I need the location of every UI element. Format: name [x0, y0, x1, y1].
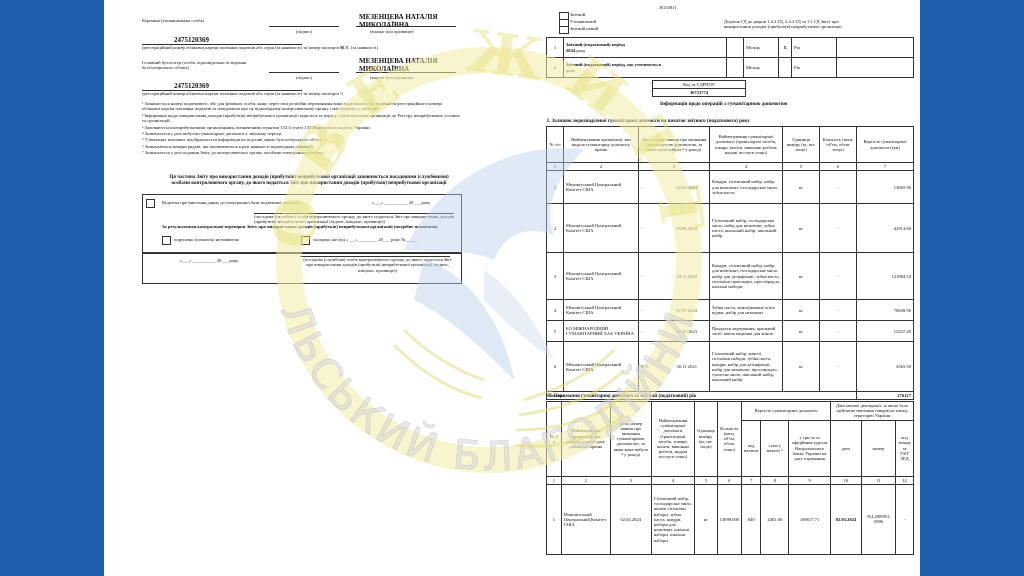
table-row: 6 Менонітський Центральний Комітет США 6… [546, 341, 914, 393]
edrpou-label: Код за ЄДРПОУ [652, 79, 746, 90]
t1-colnum: 3 [638, 161, 710, 172]
electronic-mark-checkbox[interactable] [146, 199, 155, 208]
table-row: 4 Менонітський Центральний Комітет США -… [546, 299, 914, 322]
official-hint-2: (посадова (службова) особа контролюючого… [303, 257, 452, 273]
t1-colnum: 4 [709, 161, 783, 172]
flag-new: Звітний новий [570, 26, 599, 31]
t1-colnum: 1 [546, 161, 564, 172]
footnote: ⁷ Зазначається у разі подання Звіту до к… [142, 150, 325, 156]
document-page: Керівник (уповноважена особа) (підпис) М… [104, 0, 920, 576]
acc-code: 2475120369 [174, 82, 209, 90]
org-cell: Менонітський Центральний Комітет США [563, 170, 639, 205]
edrpou-table: Код за ЄДРПОУ 36723774 [652, 79, 746, 98]
t1-colnum: 6 [819, 161, 857, 172]
table-row: 2 Менонітський Центральний Комітет США -… [546, 203, 914, 254]
received-aid-table: № з/п Найменування організації, яка нада… [546, 401, 914, 555]
edrpou-value: 36723774 [652, 88, 746, 98]
table-row: 1 Менонітський Центральний Комітет США -… [546, 170, 914, 205]
month-mark: X [778, 37, 792, 58]
t1-colnum: 5 [782, 161, 820, 172]
date-line-2: «___» __________ 20___ року [180, 258, 239, 263]
acc-name: МЕЗЕНЦЕВА НАТАЛІЯ МИКОЛАЇВНА [359, 57, 438, 73]
name-hint-2: (власне ім'я прізвище) [370, 75, 414, 80]
footnote: ¹ Зазначається номер податкового, або дл… [142, 101, 443, 112]
no-violations-checkbox[interactable] [162, 236, 171, 245]
remaining-aid-table: № з/п Найменування організації, яка нада… [546, 126, 914, 401]
org-cell: Менонітський Центральний Комітет США [563, 299, 639, 322]
annex-text: Додаток ГД до рядків 1.4.2 ГД, 2.4.2 ГД … [724, 19, 842, 30]
footnote: ³ Заповнюється неприбутковими організаці… [142, 124, 371, 130]
head-name: МЕЗЕНЦЕВА НАТАЛІЯ МИКОЛАЇВНА [359, 13, 438, 29]
org-cell: Менонітський Центральний Комітет США [563, 341, 639, 393]
t1-head: Вартість гуманітарної допомоги (грн) [856, 126, 914, 163]
code-hint: (реєстраційний номер облікової картки пл… [142, 45, 344, 50]
info-title: Інформація щодо операцій з гуманітарною … [660, 101, 788, 107]
opt-ok: порушень (помилок) не виявлено [174, 237, 240, 242]
t1-colnum: 7 [856, 161, 914, 172]
control-title: Ця частина Звіту про використання доході… [169, 175, 449, 186]
acc-role: Головний бухгалтер (особа, відповідальна… [142, 60, 247, 71]
t1-head: Дата, номер заявки про визнання гуманіта… [638, 126, 710, 163]
t1-head: Кількість (ваги, об'єм, обсяг тощо) [819, 126, 857, 163]
code-hint-2: (реєстраційний номер облікової картки пл… [142, 91, 344, 96]
form-code: J0133811 [659, 5, 677, 10]
table-row: 3 Менонітський Центральний Комітет США -… [546, 252, 914, 301]
table-row: 5 БО МІЖНАРОДНИЙ ГУМАНІТАРНИЙ ХАБ УКРАЇН… [546, 320, 914, 343]
t1-head: Найменування гуманітарної допомоги (тран… [709, 126, 783, 163]
flag-reporting: Звітний [570, 12, 586, 17]
footnote: ⁶ Зазначаються номери рядків, які заповн… [142, 143, 314, 149]
head-role: Керівник (уповноважена особа) [142, 18, 205, 23]
name-hint: (власне ім'я прізвище) [370, 29, 414, 34]
org-cell: БО МІЖНАРОДНИЙ ГУМАНІТАРНИЙ ХАБ УКРАЇНА [563, 320, 639, 343]
act-checkbox[interactable] [301, 236, 310, 245]
opt-act: складено акт від «___» ________ 20___ ро… [313, 237, 418, 242]
row2-unit: року [566, 67, 576, 73]
row2-label: Звітний (податковий) період, що уточнюєт… [566, 62, 662, 68]
flag-clarifying: Уточнюючий [570, 19, 597, 24]
org-cell: Менонітський Центральний Комітет США [563, 203, 639, 254]
mark-text: Відмітка про внесення даних до електронн… [162, 200, 301, 205]
row1-label: Звітний (податковий) період [566, 42, 625, 48]
section2-title: ІІ. Отримання гуманітарної допомоги за з… [547, 394, 697, 399]
footnote: ⁵ У вказаних колонках відображається інф… [142, 137, 323, 143]
org-cell: Менонітський Центральний Комітет США [563, 252, 639, 301]
total-value: 276127 [856, 391, 914, 401]
t1-colnum: 2 [563, 161, 639, 172]
month-label: Місяць [743, 37, 779, 58]
year-label: Рік [791, 37, 837, 58]
section1-title: І. Залишок нерозподіленої гуманітарної д… [547, 119, 750, 124]
t1-head: № з/п [546, 126, 564, 163]
footnote: ⁴ Зазначається у разі вибуття гуманітарн… [142, 131, 283, 137]
date-line: «___» __________ 20___ року [372, 200, 431, 205]
row1-year: 2024 [566, 47, 576, 53]
table-row: 1 Менонітський Центральний Комітет США 0… [546, 483, 914, 555]
review-title: За результатами камеральної перевірки Зв… [162, 224, 438, 229]
mp-label: М.П. (за наявності) [340, 45, 378, 50]
t1-head: Найменування організації, яка надала гум… [563, 126, 639, 163]
sign-hint: (підпис) [296, 29, 313, 34]
head-code: 2475120369 [174, 36, 209, 44]
row1-unit: року [576, 47, 586, 53]
t1-head: Одиниця виміру (кг, шт. тощо) [782, 126, 820, 163]
footnotes: ¹ Зазначається номер податкового, або дл… [142, 101, 460, 156]
year-label-2: Рік [791, 57, 837, 78]
month-label-2: Місяць [743, 57, 779, 78]
footnote: ² Інформація щодо використання доходів (… [142, 112, 460, 124]
sign-hint-2: (підпис) [296, 75, 313, 80]
